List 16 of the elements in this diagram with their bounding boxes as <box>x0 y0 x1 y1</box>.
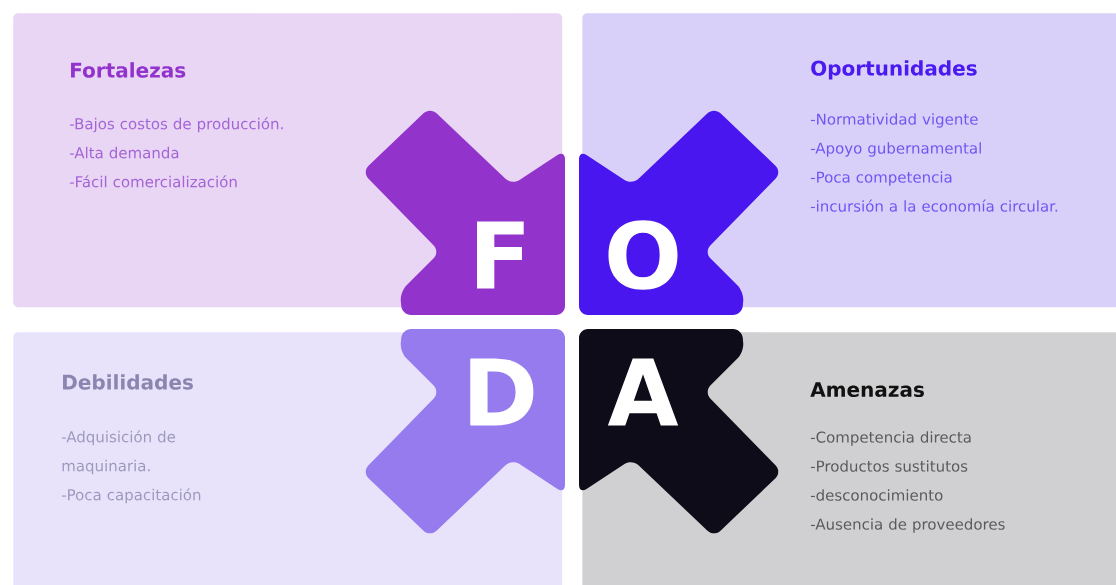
panel-heading: Oportunidades <box>811 60 977 80</box>
node-label: -incursión a la economía circular. <box>810 199 1058 212</box>
panel-heading: Debilidades <box>63 374 193 390</box>
node-label: -Normatividad vigente <box>810 113 978 128</box>
bullet-list: -Competencia directa -Productos sustitutos -desconocimiento -Ausencia de proveedores <box>810 431 1005 533</box>
node-label: -Productos sustitutos <box>810 460 968 472</box>
node-label: -desconocimiento <box>810 489 943 501</box>
node-label: -Competencia directa <box>810 431 971 446</box>
bullet-list: -Bajos costos de producción. -Alta demanda -Fácil comercialización <box>69 117 283 188</box>
node-label: -Ausencia de proveedores <box>810 518 1005 533</box>
bullet-list: -Normatividad vigente -Apoyo gubernamental -Poca competencia -incursión a la economía circular. <box>810 113 1058 212</box>
node-label: -Apoyo gubernamental <box>810 142 981 157</box>
node-label: -Poca competencia <box>810 171 952 186</box>
panel-heading: Fortalezas <box>71 62 186 78</box>
panel-heading: Amenazas <box>810 382 924 398</box>
bullet-list: -Adquisición de maquinaria. -Poca capacitación <box>61 430 201 504</box>
